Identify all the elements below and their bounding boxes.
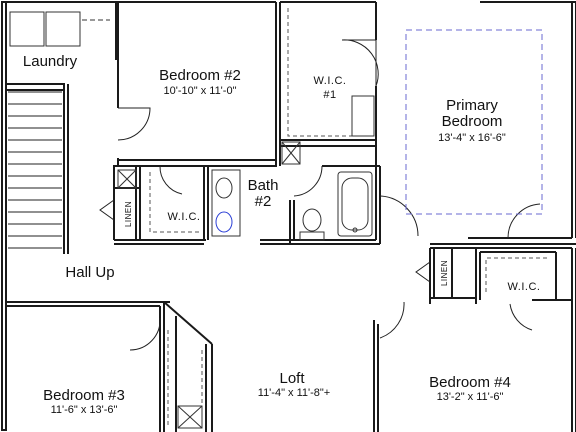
bedroom2-dims: 10'-10" x 11'-0" — [164, 85, 237, 97]
wic-right-label: W.I.C. — [508, 281, 541, 293]
bath2-label-line1: Bath — [248, 177, 279, 194]
toilet — [302, 208, 322, 232]
bedroom3-label: Bedroom #3 — [43, 387, 125, 404]
bath-fixtures — [211, 169, 373, 241]
sink-2 — [215, 211, 233, 233]
wic-right-door — [509, 303, 533, 331]
bedroom4-door — [379, 301, 405, 339]
bedroom4-dims: 13'-2" x 11'-6" — [437, 391, 504, 403]
bath2-label-line2: #2 — [255, 193, 272, 210]
wic1-builtins — [281, 95, 375, 165]
wic-bath-label: W.I.C. — [168, 211, 201, 223]
primary-closet-door — [507, 203, 541, 239]
linen-right-label: LINEN — [440, 260, 449, 286]
wic1-label-line2: #1 — [323, 89, 336, 101]
primary-label-line1: Primary — [446, 97, 498, 114]
linen-door-right — [415, 261, 431, 283]
bedroom4-label: Bedroom #4 — [429, 374, 511, 391]
linen-left-label: LINEN — [124, 201, 133, 227]
primary-door-wic — [341, 39, 379, 87]
wic-door — [159, 165, 183, 195]
room-labels: Laundry Bedroom #2 10'-10" x 11'-0" W.I.… — [23, 53, 541, 416]
laundry-label: Laundry — [23, 53, 78, 70]
bath-door — [293, 165, 323, 197]
bedroom2-door — [117, 107, 151, 141]
sink-1 — [215, 177, 233, 199]
hall-label: Hall Up — [65, 264, 114, 281]
bedroom2-label: Bedroom #2 — [159, 67, 241, 84]
primary-label-line2: Bedroom — [442, 113, 503, 130]
staircase — [8, 91, 62, 249]
closet-boxes — [117, 169, 203, 429]
washer — [9, 11, 45, 47]
primary-dims: 13'-4" x 16'-6" — [438, 132, 506, 144]
laundry-appliances — [9, 11, 110, 47]
bathtub — [337, 171, 373, 237]
primary-main-door — [379, 195, 419, 237]
wic1-label-line1: W.I.C. — [314, 75, 347, 87]
linen-door-left — [99, 199, 115, 221]
doors — [99, 39, 541, 351]
bedroom3-door — [129, 317, 161, 351]
bedroom3-dims: 11'-6" x 13'-6" — [51, 404, 118, 416]
loft-dims: 11'-4" x 11'-8"+ — [258, 387, 330, 399]
dryer — [45, 11, 81, 47]
loft-label: Loft — [279, 370, 305, 387]
